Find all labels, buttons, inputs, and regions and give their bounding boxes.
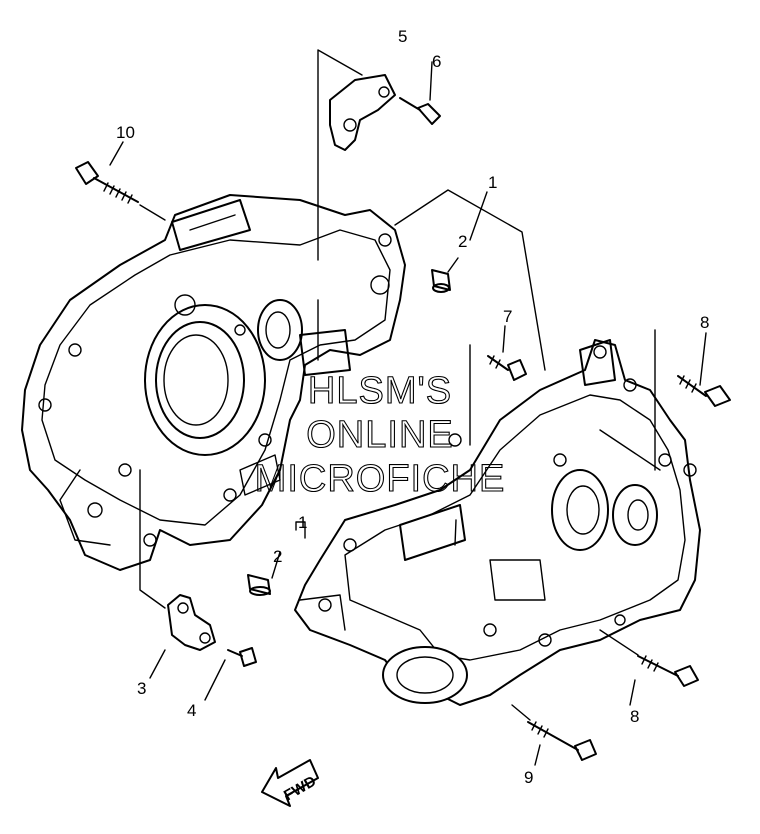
part-3-bracket (167, 594, 216, 651)
bolt-6 (399, 97, 441, 125)
callout-5: 5 (398, 27, 407, 46)
bolt-7 (487, 355, 527, 381)
bolt-9 (527, 721, 597, 761)
callout-1-top: 1 (488, 173, 497, 192)
callout-6: 6 (432, 52, 441, 71)
watermark-line-2: ONLINE (306, 414, 453, 456)
left-crankcase-half (21, 194, 406, 571)
watermark-line-1: HLSM'S (308, 370, 452, 412)
part-5-bracket (329, 74, 396, 151)
callout-1-mid: 1 (298, 513, 307, 532)
bolt-10 (75, 161, 139, 204)
callout-4: 4 (187, 701, 196, 720)
callout-8-top: 8 (700, 313, 709, 332)
callout-10: 10 (116, 123, 135, 142)
bolt-4 (227, 647, 257, 667)
watermark: HLSM'S ONLINE MICROFICHE (254, 369, 506, 500)
callout-3: 3 (137, 679, 146, 698)
fwd-arrow-icon: FWD (261, 759, 319, 807)
bolt-8-bottom (637, 655, 699, 687)
callout-2-mid: 2 (273, 547, 282, 566)
dowel-pin-2-top (431, 269, 451, 293)
callout-7: 7 (503, 307, 512, 326)
bolt-8-top (677, 375, 731, 407)
dowel-pin-2-mid (247, 574, 271, 596)
callout-8-bottom: 8 (630, 707, 639, 726)
leader-lines (109, 49, 707, 766)
callout-2-top: 2 (458, 232, 467, 251)
watermark-line-3: MICROFICHE (255, 458, 506, 500)
callout-9: 9 (524, 768, 533, 787)
right-crankcase-half (294, 339, 701, 706)
